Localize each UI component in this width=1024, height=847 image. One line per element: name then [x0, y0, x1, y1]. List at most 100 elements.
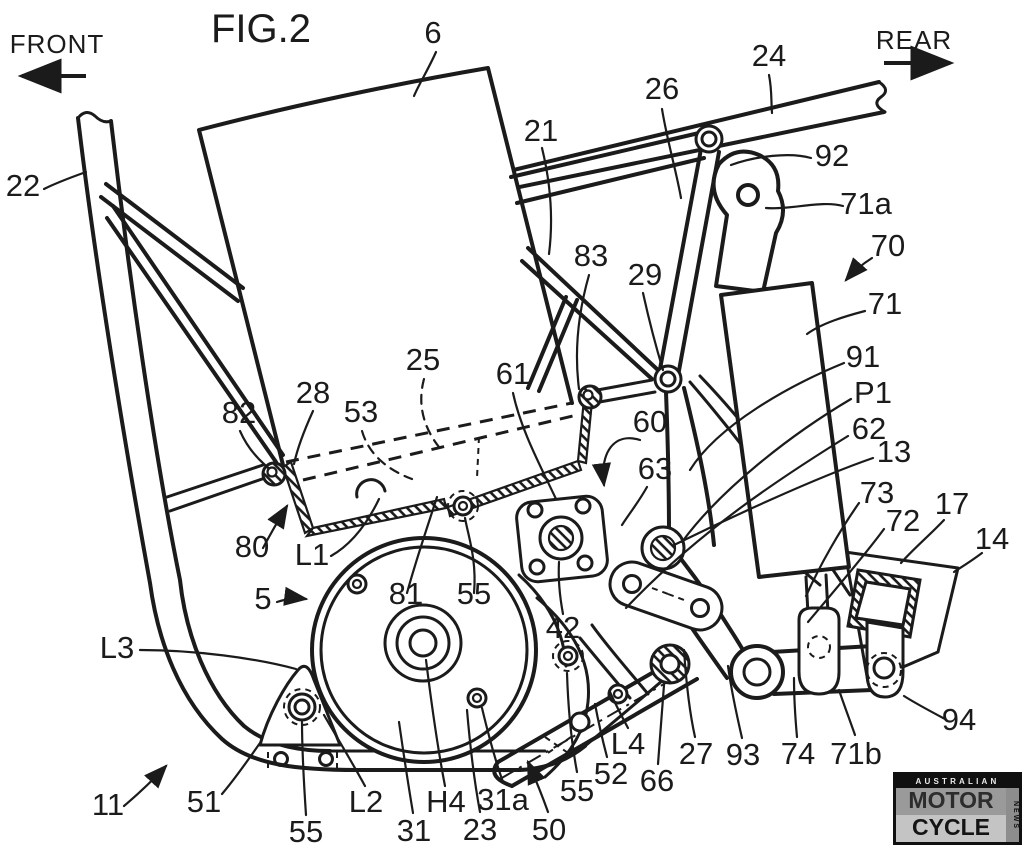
storage-box-outline	[197, 66, 574, 467]
storage-box-fill	[199, 68, 572, 465]
leader-42	[557, 560, 565, 616]
shock-absorber	[694, 124, 851, 616]
leader-55-2	[300, 720, 308, 817]
flange-bolt-hole-a	[273, 751, 289, 767]
leader-P1	[680, 397, 853, 544]
cross-tube-upper	[165, 463, 265, 499]
rail-24-lower-line	[503, 110, 886, 192]
ref-label-83: 83	[574, 238, 608, 273]
flange-shaft-42	[547, 524, 575, 552]
leader-L3	[138, 648, 298, 671]
storage-box	[197, 66, 578, 482]
tube-22-break	[76, 111, 113, 124]
leader-21	[540, 146, 553, 256]
front-label: FRONT	[10, 29, 105, 59]
leader-61	[511, 391, 558, 501]
ref-label-55-3: 55	[560, 773, 594, 808]
bolt-55-tray-outer	[452, 495, 474, 517]
ref-label-26: 26	[645, 71, 679, 106]
swingarm-hole-a	[569, 711, 591, 733]
leader-22	[42, 170, 88, 191]
ref-label-L2: L2	[349, 784, 383, 819]
bolt-55-tray-inner	[457, 500, 469, 512]
ref-label-91: 91	[846, 339, 880, 374]
tube-21-line-b	[515, 156, 706, 205]
watermark-news-text: NEWS	[1006, 788, 1019, 842]
leader-24	[767, 73, 774, 115]
leader-83	[575, 273, 591, 391]
bracket-bolt-55-inner	[293, 698, 311, 716]
leader-71b	[837, 688, 857, 737]
ref-label-31a: 31a	[477, 782, 529, 817]
ref-label-5: 5	[254, 581, 271, 616]
mount-17-inner	[854, 580, 912, 627]
leader-51	[220, 741, 262, 796]
link-72-hole-a	[622, 574, 642, 594]
output-flange-42	[515, 494, 609, 584]
flange-hole-2	[574, 497, 592, 515]
leader-62	[624, 434, 850, 610]
shock-body-71	[719, 281, 851, 579]
flange-hole-4	[576, 554, 594, 572]
ref-label-L1: L1	[295, 537, 329, 572]
bolt-55-case-outer	[557, 645, 579, 667]
ref-label-71: 71	[868, 286, 902, 321]
link-72-hole-b	[690, 598, 710, 618]
leader-52	[593, 702, 609, 759]
ref-label-L3: L3	[100, 630, 134, 665]
ref-label-71b: 71b	[830, 736, 882, 771]
ref-label-22: 22	[6, 168, 40, 203]
ref-label-74: 74	[781, 736, 815, 771]
figure-title: FIG.2	[211, 7, 311, 51]
suspension-linkage	[608, 525, 905, 700]
ref-label-94: 94	[942, 702, 976, 737]
leader-lines	[42, 50, 984, 817]
leader-11-arrow	[122, 764, 168, 808]
ref-label-H4: H4	[426, 784, 466, 819]
hidden-cross-mark	[544, 736, 572, 756]
ref-label-73: 73	[860, 475, 894, 510]
rod-end-clevis	[797, 606, 841, 696]
hidden-line-lower	[302, 413, 578, 482]
ref-label-70: 70	[871, 228, 905, 263]
leader-93	[726, 664, 744, 740]
hidden-line-vertical	[476, 436, 480, 479]
leader-31a	[480, 706, 505, 784]
bolt-55-case-hidden	[552, 640, 584, 672]
hidden-line-upper	[285, 401, 573, 464]
leader-94	[902, 694, 947, 721]
ref-label-55-2: 55	[289, 814, 323, 847]
leader-81	[405, 495, 439, 595]
ref-label-31: 31	[397, 813, 431, 847]
flange-hole-3	[528, 558, 546, 576]
watermark-cycle-text: CYCLE	[896, 815, 1006, 842]
link-74-eye-inner	[742, 657, 772, 687]
bolt-55-tray-hidden	[447, 490, 479, 522]
ref-label-51: 51	[187, 784, 221, 819]
brace-line-a1	[104, 182, 245, 290]
leader-25-dashed	[420, 377, 441, 449]
flange-bolt-hole-b	[318, 751, 334, 767]
shock-upper-clevis-71a	[711, 149, 785, 294]
ref-label-11: 11	[92, 787, 124, 822]
flange-hidden-edges	[267, 752, 338, 768]
leader-28	[292, 409, 315, 466]
leader-50-arrow	[526, 759, 550, 814]
case-bolt-a-inner	[351, 578, 363, 590]
ref-label-42: 42	[546, 610, 580, 645]
watermark-motor-text: MOTOR	[896, 788, 1006, 815]
ref-label-82: 82	[222, 395, 256, 430]
leader-17	[899, 518, 946, 565]
leader-63	[620, 485, 649, 527]
battery-tray	[261, 384, 603, 538]
ref-label-63: 63	[638, 451, 672, 486]
pivot-29-inner	[659, 370, 677, 388]
hub-center-H4	[408, 628, 438, 658]
ref-label-28: 28	[296, 375, 330, 410]
pivot-66-hole	[659, 653, 681, 675]
leader-66	[656, 683, 666, 766]
leader-82	[238, 429, 267, 467]
leader-74	[792, 676, 799, 739]
leader-80-arrow	[261, 503, 289, 550]
tube-29-line-b	[520, 259, 654, 381]
